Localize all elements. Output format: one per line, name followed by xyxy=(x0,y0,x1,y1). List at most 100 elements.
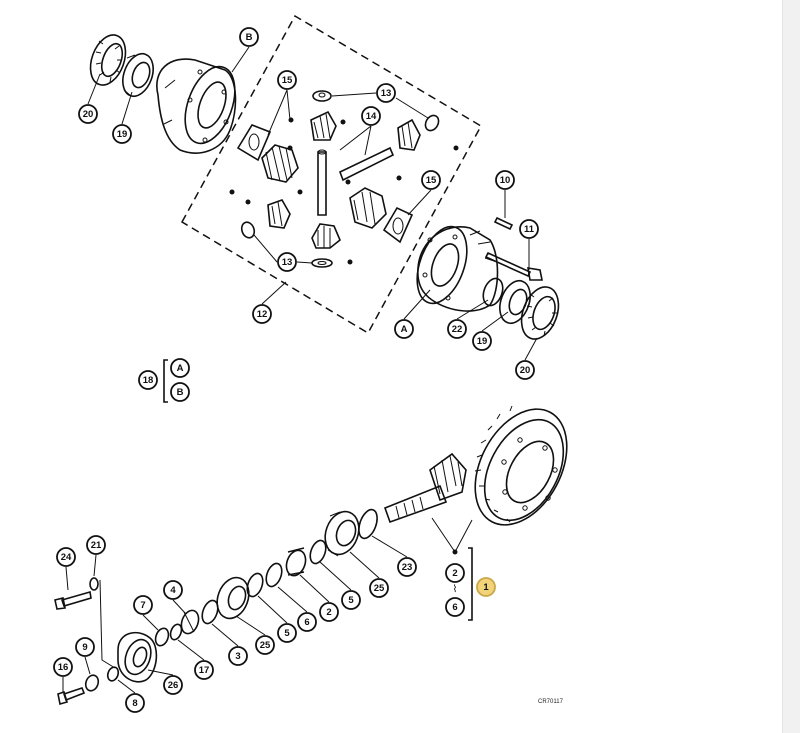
pinion-gear-right xyxy=(397,118,421,151)
callout-circle xyxy=(255,635,275,655)
side-gear-lower-right xyxy=(349,187,387,229)
nut-4 xyxy=(180,609,200,635)
callout-9: 9 xyxy=(75,637,95,657)
callout-circle xyxy=(376,83,396,103)
cross-shaft-14 xyxy=(317,146,395,216)
callout-label: 25 xyxy=(374,583,385,594)
callout-label: 19 xyxy=(477,336,488,347)
callout-15a: 15 xyxy=(277,70,297,90)
callout-label: 7 xyxy=(140,600,145,611)
callout-circle xyxy=(277,623,297,643)
callout-label: 14 xyxy=(366,111,377,122)
callout-label: 19 xyxy=(117,129,128,140)
bolt-11 xyxy=(484,251,543,281)
callout-circle xyxy=(495,170,515,190)
callout-circle xyxy=(394,319,414,339)
callout-circle xyxy=(476,577,496,597)
callout-B2: B xyxy=(170,382,190,402)
callout-label: 5 xyxy=(284,628,290,639)
callout-label: 12 xyxy=(257,309,268,320)
callout-circle xyxy=(112,124,132,144)
callout-label: 25 xyxy=(260,640,271,651)
callout-circle xyxy=(519,219,539,239)
thrust-washer-15-upper xyxy=(236,124,272,162)
spacer-2 xyxy=(285,547,307,577)
callout-circle xyxy=(445,563,465,583)
thrust-washer-15-lower xyxy=(382,206,414,244)
side-gear-upper-left xyxy=(261,144,299,183)
callout-21: 21 xyxy=(86,535,106,555)
callout-label: 10 xyxy=(500,175,511,186)
callout-20b: 20 xyxy=(515,360,535,380)
callout-circle xyxy=(53,657,73,677)
ring-3 xyxy=(201,599,219,625)
washer-22 xyxy=(482,277,504,307)
callout-circle xyxy=(228,646,248,666)
figure-reference: CR70117 xyxy=(538,699,564,705)
callout-label: 15 xyxy=(426,175,437,186)
callout-circle xyxy=(125,693,145,713)
callout-label: 16 xyxy=(58,662,69,673)
callout-label: 4 xyxy=(170,585,176,596)
callout-4: 4 xyxy=(163,580,183,600)
parts-diagram: B20191513141015111312A22192018AB24214723… xyxy=(53,14,568,713)
callout-circle xyxy=(239,27,259,47)
callout-13a: 13 xyxy=(376,83,396,103)
callout-2b: 2 xyxy=(445,563,465,583)
callout-circle xyxy=(515,360,535,380)
bearing-19-right xyxy=(499,279,531,325)
callout-circle xyxy=(421,170,441,190)
callout-7: 7 xyxy=(133,595,153,615)
callout-14: 14 xyxy=(361,106,381,126)
callout-6b: 6 xyxy=(445,597,465,617)
callout-label: 20 xyxy=(520,365,531,376)
callout-circle xyxy=(397,557,417,577)
callout-label: 21 xyxy=(91,540,102,551)
callout-label: 6 xyxy=(304,617,309,628)
callout-circle xyxy=(252,304,272,324)
callout-15b: 15 xyxy=(421,170,441,190)
bolt-16 xyxy=(57,687,86,706)
callout-circle xyxy=(133,595,153,615)
callout-8: 8 xyxy=(125,693,145,713)
bracket-18 xyxy=(163,359,168,403)
callout-19b: 19 xyxy=(472,331,492,351)
callout-circle xyxy=(472,331,492,351)
ring-5-upper xyxy=(309,539,327,565)
bolt-24 xyxy=(54,590,92,610)
callout-circle xyxy=(56,547,76,567)
callout-label: 11 xyxy=(524,224,535,235)
callout-circle xyxy=(170,358,190,378)
bearing-25-lower xyxy=(216,576,250,620)
callout-24: 24 xyxy=(56,547,76,567)
washer-13-bottom xyxy=(311,258,333,268)
callout-label: 15 xyxy=(282,75,293,86)
callout-label: A xyxy=(401,324,408,335)
washer-13-top xyxy=(312,90,332,102)
callout-label: 8 xyxy=(132,698,137,709)
washer-13-right xyxy=(424,114,440,132)
callout-25b: 25 xyxy=(255,635,275,655)
callout-circle xyxy=(75,637,95,657)
callout-label: 3 xyxy=(235,651,240,662)
callout-label: 6 xyxy=(452,602,457,613)
pinion-gear-bottom xyxy=(311,223,341,249)
callout-circle xyxy=(447,319,467,339)
shim-23 xyxy=(358,508,378,540)
vertical-scrollbar[interactable] xyxy=(782,0,800,733)
callout-label: 2 xyxy=(326,607,331,618)
callout-circle xyxy=(445,597,465,617)
callout-2a: 2 xyxy=(319,602,339,622)
callout-label: 13 xyxy=(282,257,293,268)
callout-circle xyxy=(163,675,183,695)
callout-label: 22 xyxy=(452,324,463,335)
callout-circle xyxy=(297,612,317,632)
ring-5-lower xyxy=(246,572,264,598)
callout-label: 20 xyxy=(83,109,94,120)
figure-ref-text: CR70117 xyxy=(538,699,564,705)
seal-7 xyxy=(154,627,170,647)
flange-26 xyxy=(117,631,158,683)
callout-5b: 5 xyxy=(277,623,297,643)
